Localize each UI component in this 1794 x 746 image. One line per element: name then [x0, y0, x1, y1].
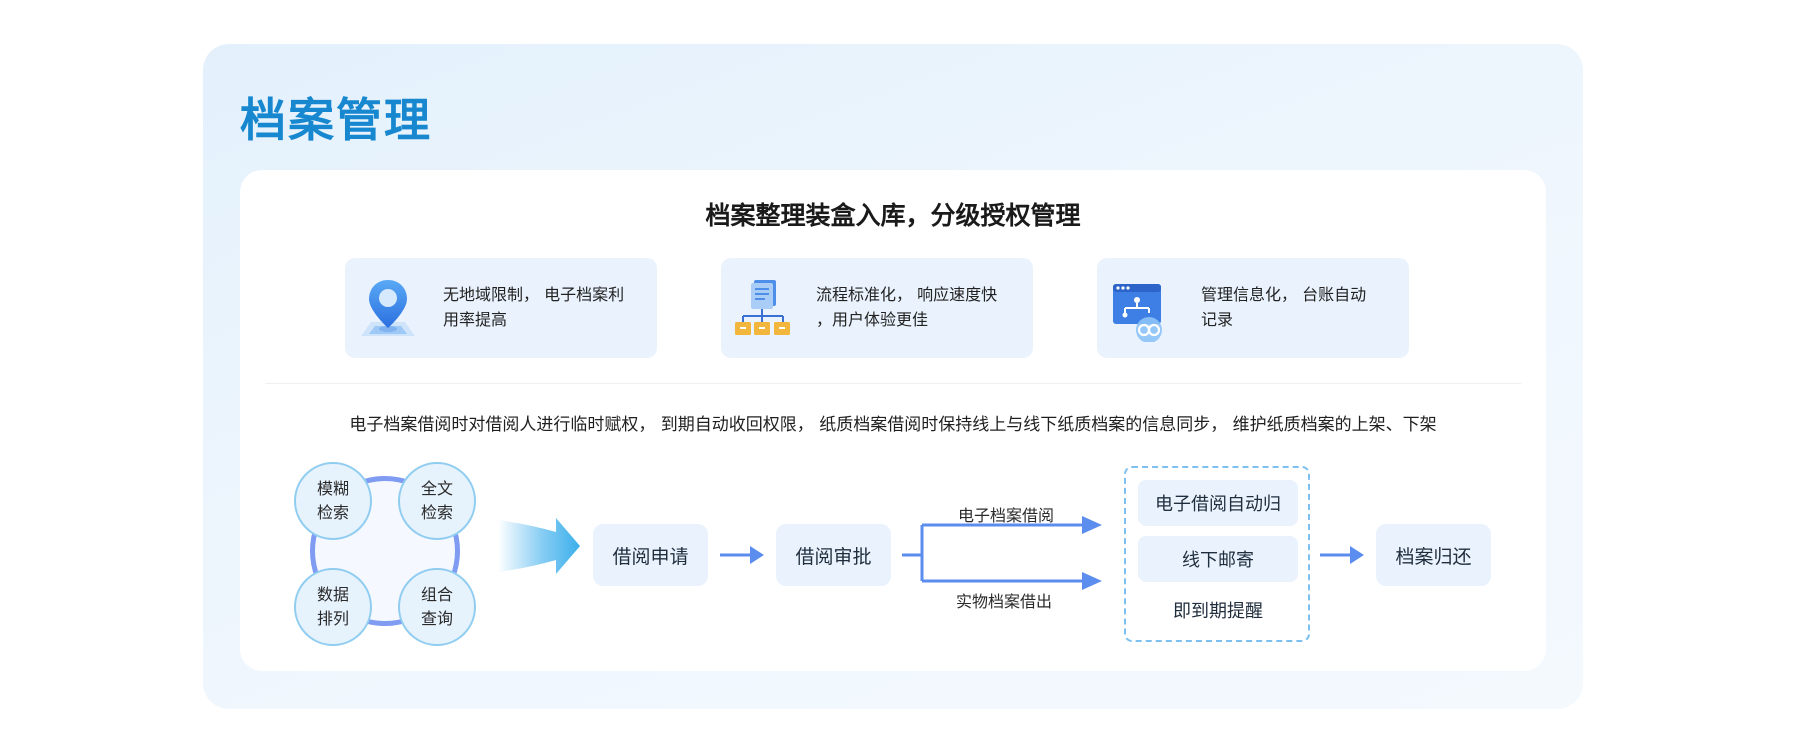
feature-text-line: 流程标准化， 响应速度快: [816, 285, 998, 304]
description-text: 电子档案借阅时对借阅人进行临时赋权， 到期自动收回权限， 纸质档案借阅时保持线上…: [349, 415, 1437, 435]
outcome-auto-return: 电子借阅自动归: [1138, 480, 1298, 526]
outcome-group: 电子借阅自动归 线下邮寄 即到期提醒: [1124, 466, 1310, 642]
feature-text-line: 用率提高: [443, 310, 508, 329]
content-card: 档案整理装盒入库，分级授权管理 无地域限制， 电子档案利 用率提高: [240, 170, 1546, 671]
branch-label-physical: 实物档案借出: [956, 592, 1053, 611]
bubble-line: 检索: [316, 503, 349, 522]
bubble-line: 组合: [420, 585, 453, 604]
arrow-right-icon: [1320, 546, 1364, 564]
feature-text: 流程标准化， 响应速度快 ，用户体验更佳: [816, 282, 1016, 332]
bubble-line: 排列: [316, 609, 349, 628]
branch-arrows: [902, 516, 1102, 590]
feature-text: 无地域限制， 电子档案利 用率提高: [443, 282, 643, 332]
big-arrow-icon: [498, 518, 580, 574]
branch-label-electronic: 电子档案借阅: [958, 506, 1055, 525]
step-archive-return: 档案归还: [1376, 524, 1491, 586]
feature-text: 管理信息化， 台账自动 记录: [1201, 282, 1401, 332]
workflow-window-icon: [1113, 284, 1162, 342]
feature-text-line: 记录: [1201, 310, 1234, 329]
arrow-right-icon: [720, 546, 764, 564]
feature-card-process: 流程标准化， 响应速度快 ，用户体验更佳: [721, 258, 1033, 358]
feature-card-management: 管理信息化， 台账自动 记录: [1097, 258, 1409, 358]
page-title: 档案管理: [240, 93, 432, 147]
feature-text-line: 管理信息化， 台账自动: [1201, 285, 1367, 304]
document-hierarchy-icon: [735, 280, 790, 335]
bubble-fulltext-search: 全文检索: [398, 462, 476, 540]
bubble-line: 检索: [420, 503, 453, 522]
bubble-line: 全文: [420, 479, 453, 498]
divider: [265, 383, 1521, 384]
bubble-line: 模糊: [316, 479, 349, 498]
location-pin-icon: [361, 280, 415, 336]
step-borrow-approve: 借阅审批: [776, 524, 891, 586]
step-borrow-apply: 借阅申请: [593, 524, 708, 586]
feature-text-line: ，用户体验更佳: [816, 310, 929, 329]
bubble-line: 查询: [420, 609, 453, 628]
bubble-line: 数据: [316, 585, 349, 604]
feature-card-location: 无地域限制， 电子档案利 用率提高: [345, 258, 657, 358]
outcome-expiry-reminder: 即到期提醒: [1173, 601, 1263, 622]
bubble-data-sort: 数据排列: [294, 568, 372, 646]
card-heading: 档案整理装盒入库，分级授权管理: [705, 201, 1081, 230]
outcome-offline-mail: 线下邮寄: [1138, 536, 1298, 582]
bubble-fuzzy-search: 模糊检索: [294, 462, 372, 540]
feature-text-line: 无地域限制， 电子档案利: [443, 285, 625, 304]
bubble-combined-query: 组合查询: [398, 568, 476, 646]
